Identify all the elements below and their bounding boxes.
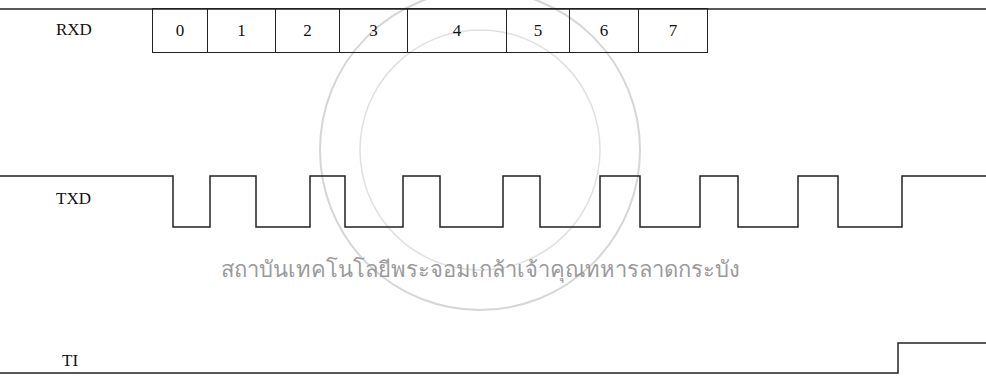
bit-cell: 2 <box>275 8 340 53</box>
txd-clock-waveform <box>0 176 986 227</box>
bit-number: 1 <box>237 21 246 41</box>
watermark-seal-inner <box>360 30 600 270</box>
signal-name: TXD <box>56 189 91 209</box>
watermark: สถาบันเทคโนโลยีพระจอมเกล้าเจ้าคุณทหารลาด… <box>221 252 740 287</box>
bit-cell: 1 <box>207 8 276 53</box>
bit-cell: 7 <box>638 8 708 53</box>
bit-number: 2 <box>303 21 312 41</box>
bit-number: 3 <box>369 21 378 41</box>
bit-cell: 3 <box>339 8 408 53</box>
bit-number: 0 <box>176 21 185 41</box>
bit-cell: 4 <box>407 8 507 53</box>
bit-number: 4 <box>453 21 462 41</box>
bit-number: 5 <box>534 21 543 41</box>
signal-name: TI <box>62 351 78 371</box>
bit-number: 6 <box>600 21 609 41</box>
bit-cell: 5 <box>506 8 570 53</box>
bit-cell: 6 <box>569 8 639 53</box>
ti-flag-waveform <box>0 343 986 373</box>
signal-name: RXD <box>56 20 92 40</box>
bit-number: 7 <box>669 21 678 41</box>
bit-cell: 0 <box>152 8 208 53</box>
